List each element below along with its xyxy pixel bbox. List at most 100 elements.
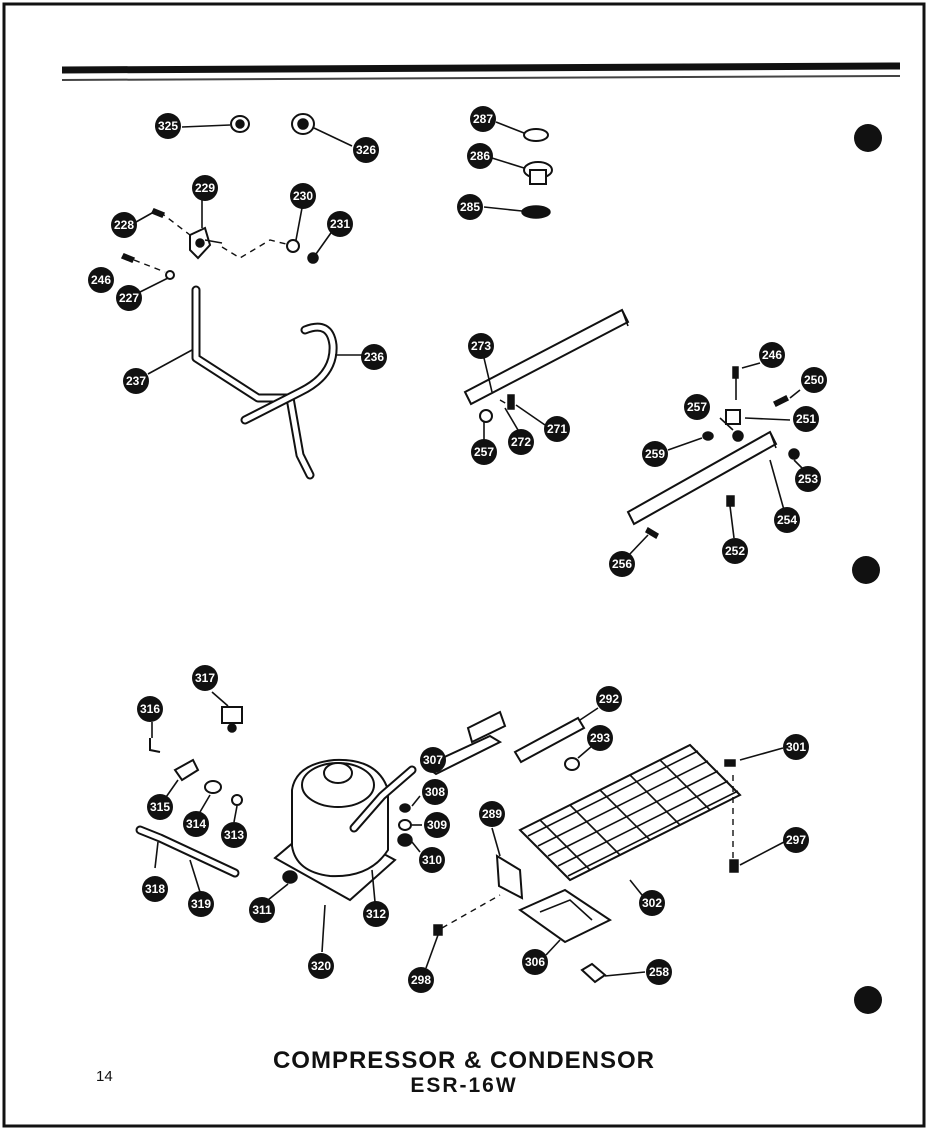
clip-314 <box>204 780 222 794</box>
svg-text:230: 230 <box>293 189 313 203</box>
callout-289[interactable]: 289 <box>479 801 505 827</box>
callout-237[interactable]: 237 <box>123 368 149 394</box>
svg-text:228: 228 <box>114 218 134 232</box>
callout-319[interactable]: 319 <box>188 891 214 917</box>
svg-text:297: 297 <box>786 833 806 847</box>
grommet-326 <box>291 113 315 135</box>
callout-246[interactable]: 246 <box>88 267 114 293</box>
callout-316[interactable]: 316 <box>137 696 163 722</box>
callout-230[interactable]: 230 <box>290 183 316 209</box>
svg-text:301: 301 <box>786 740 806 754</box>
clip-316 <box>149 738 161 753</box>
svg-text:286: 286 <box>470 149 490 163</box>
callout-236[interactable]: 236 <box>361 344 387 370</box>
nut-285 <box>521 205 551 219</box>
grommet-311 <box>282 870 298 884</box>
diagram-title: COMPRESSOR & CONDENSOR <box>272 1047 656 1074</box>
svg-text:298: 298 <box>411 973 431 987</box>
svg-text:326: 326 <box>356 143 376 157</box>
svg-text:315: 315 <box>150 800 170 814</box>
callout-325[interactable]: 325 <box>155 113 181 139</box>
binder-hole <box>854 986 882 1014</box>
callout-252[interactable]: 252 <box>722 538 748 564</box>
grommet-325 <box>230 115 250 133</box>
screw-297 <box>729 859 739 873</box>
callout-228[interactable]: 228 <box>111 212 137 238</box>
svg-text:256: 256 <box>612 557 632 571</box>
bracket-289 <box>495 854 524 900</box>
callout-258[interactable]: 258 <box>646 959 672 985</box>
callout-229[interactable]: 229 <box>192 175 218 201</box>
callout-287[interactable]: 287 <box>470 106 496 132</box>
svg-text:310: 310 <box>422 853 442 867</box>
svg-text:314: 314 <box>186 817 206 831</box>
svg-text:250: 250 <box>804 373 824 387</box>
condenser-302 <box>518 743 742 882</box>
svg-text:285: 285 <box>460 200 480 214</box>
callout-314[interactable]: 314 <box>183 811 209 837</box>
callout-307[interactable]: 307 <box>420 747 446 773</box>
callout-285[interactable]: 285 <box>457 194 483 220</box>
callout-271[interactable]: 271 <box>544 416 570 442</box>
callout-257[interactable]: 257 <box>471 439 497 465</box>
screw-246b <box>732 366 739 379</box>
grommet-313 <box>231 794 243 806</box>
callout-246[interactable]: 246 <box>759 342 785 368</box>
callout-286[interactable]: 286 <box>467 143 493 169</box>
callout-317[interactable]: 317 <box>192 665 218 691</box>
callout-250[interactable]: 250 <box>801 367 827 393</box>
callout-312[interactable]: 312 <box>363 901 389 927</box>
relay-317 <box>221 706 243 733</box>
callout-251[interactable]: 251 <box>793 406 819 432</box>
callout-297[interactable]: 297 <box>783 827 809 853</box>
page-number: 14 <box>96 1068 113 1085</box>
svg-text:287: 287 <box>473 112 493 126</box>
svg-text:316: 316 <box>140 702 160 716</box>
callout-320[interactable]: 320 <box>308 953 334 979</box>
svg-text:311: 311 <box>252 903 272 917</box>
rail-273 <box>463 308 630 406</box>
top-rule-thin <box>61 75 901 81</box>
callout-292[interactable]: 292 <box>596 686 622 712</box>
callout-227[interactable]: 227 <box>116 285 142 311</box>
callout-302[interactable]: 302 <box>639 890 665 916</box>
bracket-251 <box>725 409 741 425</box>
svg-text:273: 273 <box>471 339 491 353</box>
callout-253[interactable]: 253 <box>795 466 821 492</box>
callout-326[interactable]: 326 <box>353 137 379 163</box>
callout-257[interactable]: 257 <box>684 394 710 420</box>
callout-318[interactable]: 318 <box>142 876 168 902</box>
callout-301[interactable]: 301 <box>783 734 809 760</box>
callout-315[interactable]: 315 <box>147 794 173 820</box>
callout-313[interactable]: 313 <box>221 822 247 848</box>
callout-272[interactable]: 272 <box>508 429 534 455</box>
svg-text:313: 313 <box>224 828 244 842</box>
fitting-293 <box>564 757 580 771</box>
cover-315 <box>173 758 200 782</box>
washer-257 <box>479 409 493 423</box>
callout-231[interactable]: 231 <box>327 211 353 237</box>
callout-309[interactable]: 309 <box>424 812 450 838</box>
callout-311[interactable]: 311 <box>249 897 275 923</box>
svg-text:312: 312 <box>366 907 386 921</box>
drier-292 <box>513 716 586 764</box>
svg-text:306: 306 <box>525 955 545 969</box>
callout-256[interactable]: 256 <box>609 551 635 577</box>
callout-259[interactable]: 259 <box>642 441 668 467</box>
svg-text:257: 257 <box>474 445 494 459</box>
callout-308[interactable]: 308 <box>422 779 448 805</box>
callout-254[interactable]: 254 <box>774 507 800 533</box>
callout-273[interactable]: 273 <box>468 333 494 359</box>
callout-310[interactable]: 310 <box>419 847 445 873</box>
callout-306[interactable]: 306 <box>522 949 548 975</box>
callout-298[interactable]: 298 <box>408 967 434 993</box>
svg-text:289: 289 <box>482 807 502 821</box>
svg-text:246: 246 <box>91 273 111 287</box>
nut-231 <box>307 252 319 264</box>
callout-293[interactable]: 293 <box>587 725 613 751</box>
binder-hole <box>852 556 880 584</box>
cord-318 <box>135 825 240 878</box>
svg-text:320: 320 <box>311 959 331 973</box>
binder-hole <box>854 124 882 152</box>
